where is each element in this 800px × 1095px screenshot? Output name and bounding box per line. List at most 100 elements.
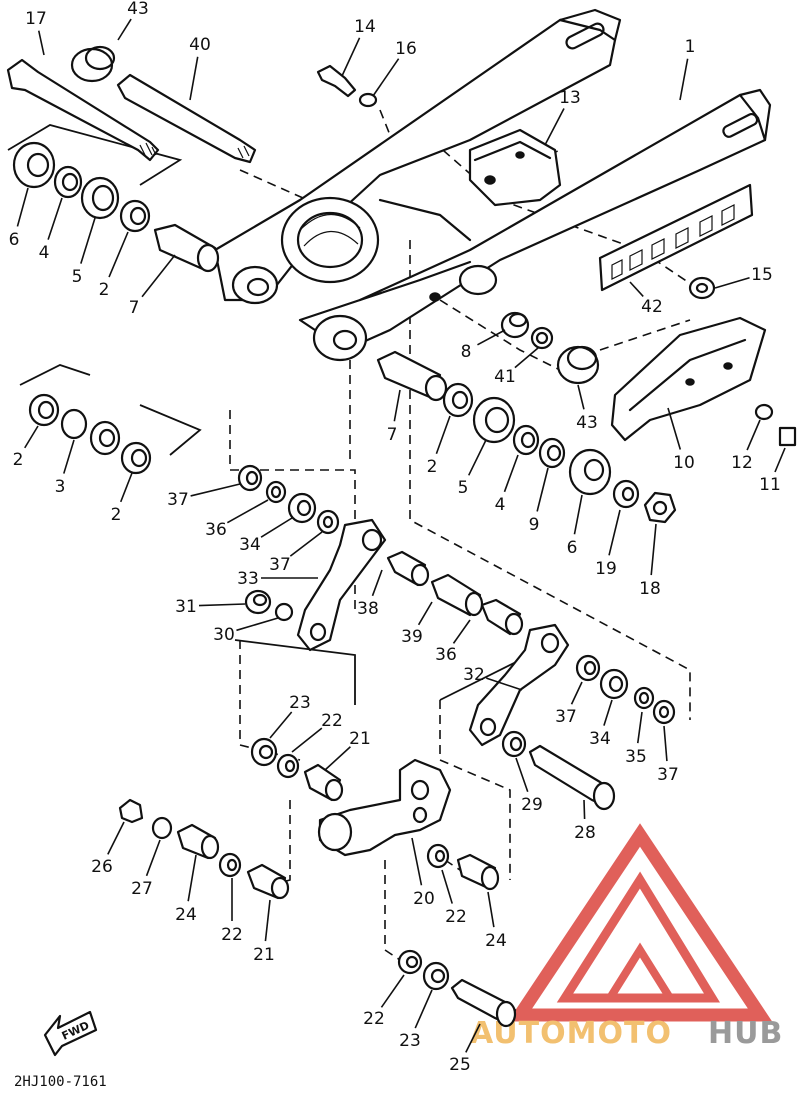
callout-31: 31 — [175, 597, 246, 617]
callout-number: 37 — [657, 765, 679, 785]
leader-line — [63, 439, 75, 474]
leader-line — [636, 711, 643, 744]
callout-27: 27 — [131, 839, 161, 899]
callout-number: 41 — [494, 367, 516, 387]
callout-7a: 7 — [129, 254, 176, 318]
callout-number: 6 — [9, 230, 20, 250]
callout-number: 4 — [39, 243, 50, 263]
callout-number: 6 — [567, 538, 578, 558]
callout-10: 10 — [667, 407, 695, 473]
callout-number: 2 — [427, 457, 438, 477]
leader-line — [583, 799, 586, 820]
leader-line — [189, 56, 199, 101]
callout-21b: 21 — [253, 899, 275, 965]
callout-number: 38 — [357, 599, 379, 619]
callout-number: 31 — [175, 597, 197, 617]
leader-line — [629, 281, 644, 297]
callout-37b: 37 — [269, 531, 323, 575]
leader-line — [544, 108, 565, 146]
leader-line — [667, 407, 682, 450]
leader-line — [650, 523, 657, 576]
leader-line — [441, 869, 453, 904]
leader-line — [289, 531, 323, 557]
callout-number: 10 — [673, 453, 695, 473]
leader-line — [37, 30, 45, 56]
leader-line — [107, 821, 125, 855]
leader-line — [774, 447, 786, 473]
callout-33: 33 — [237, 569, 318, 589]
callout-4b: 4 — [495, 454, 519, 515]
fwd-arrow-icon: FWD — [43, 1010, 98, 1057]
callout-number: 5 — [458, 478, 469, 498]
callout-43a: 43 — [117, 0, 149, 41]
leader-line — [486, 677, 523, 691]
callout-39: 39 — [401, 601, 433, 647]
callout-number: 25 — [449, 1055, 471, 1075]
callout-8: 8 — [461, 329, 506, 362]
callout-7b: 7 — [387, 389, 401, 445]
callout-18: 18 — [639, 523, 661, 599]
leader-line — [603, 699, 613, 726]
leader-line — [515, 757, 529, 792]
leader-line — [536, 467, 549, 512]
callout-number: 28 — [574, 823, 596, 843]
leader-line — [714, 276, 750, 289]
callout-number: 22 — [221, 925, 243, 945]
callout-40: 40 — [189, 35, 211, 101]
leader-line — [324, 746, 351, 771]
linkage-parts — [118, 464, 676, 1028]
callout-number: 37 — [269, 555, 291, 575]
leader-line — [663, 725, 668, 762]
callout-32: 32 — [463, 665, 523, 691]
part-10-chain-guard — [610, 316, 767, 442]
callout-28: 28 — [574, 799, 596, 843]
callout-number: 42 — [641, 297, 663, 317]
callout-34b: 34 — [589, 699, 613, 749]
callout-number: 43 — [127, 0, 149, 19]
callout-24b: 24 — [485, 891, 507, 951]
callout-number: 7 — [129, 298, 140, 318]
callout-9: 9 — [529, 467, 549, 535]
leader-line — [679, 58, 689, 101]
leader-line — [145, 839, 161, 877]
callout-22c: 22 — [441, 869, 467, 927]
leader-line — [269, 711, 293, 739]
callout-29: 29 — [515, 757, 543, 815]
leader-line — [514, 347, 539, 369]
callout-30: 30 — [213, 617, 279, 645]
callout-number: 22 — [445, 907, 467, 927]
callout-number: 1 — [685, 37, 696, 57]
callout-16: 16 — [372, 39, 417, 97]
leader-line — [341, 37, 361, 77]
callout-number: 24 — [175, 905, 197, 925]
right-pivot-parts — [376, 311, 677, 524]
callout-number: 26 — [91, 857, 113, 877]
callout-21a: 21 — [324, 729, 371, 771]
watermark-logo: AUTOMOTO HUB — [470, 823, 782, 1051]
leader-line — [417, 601, 433, 626]
leader-line — [371, 569, 383, 597]
callout-number: 2 — [111, 505, 122, 525]
callout-number: 9 — [529, 515, 540, 535]
callout-number: 22 — [321, 711, 343, 731]
callout-number: 22 — [363, 1009, 385, 1029]
callout-23b: 23 — [399, 989, 433, 1051]
leader-line — [573, 494, 583, 535]
leader-line — [465, 1023, 481, 1053]
callout-2b: 2 — [13, 425, 39, 470]
callout-5b: 5 — [458, 439, 487, 498]
callout-2a: 2 — [99, 231, 129, 300]
callout-43b: 43 — [576, 384, 598, 433]
callout-number: 36 — [435, 645, 457, 665]
callout-20: 20 — [411, 837, 435, 909]
callout-number: 24 — [485, 931, 507, 951]
left-pivot-parts — [12, 141, 220, 475]
leader-line — [141, 254, 176, 298]
leader-line — [190, 483, 241, 497]
callout-12: 12 — [731, 419, 761, 473]
callout-35: 35 — [625, 711, 647, 767]
part-13-bracket — [468, 128, 562, 207]
callout-number: 30 — [213, 625, 235, 645]
callout-36b: 36 — [435, 619, 471, 665]
